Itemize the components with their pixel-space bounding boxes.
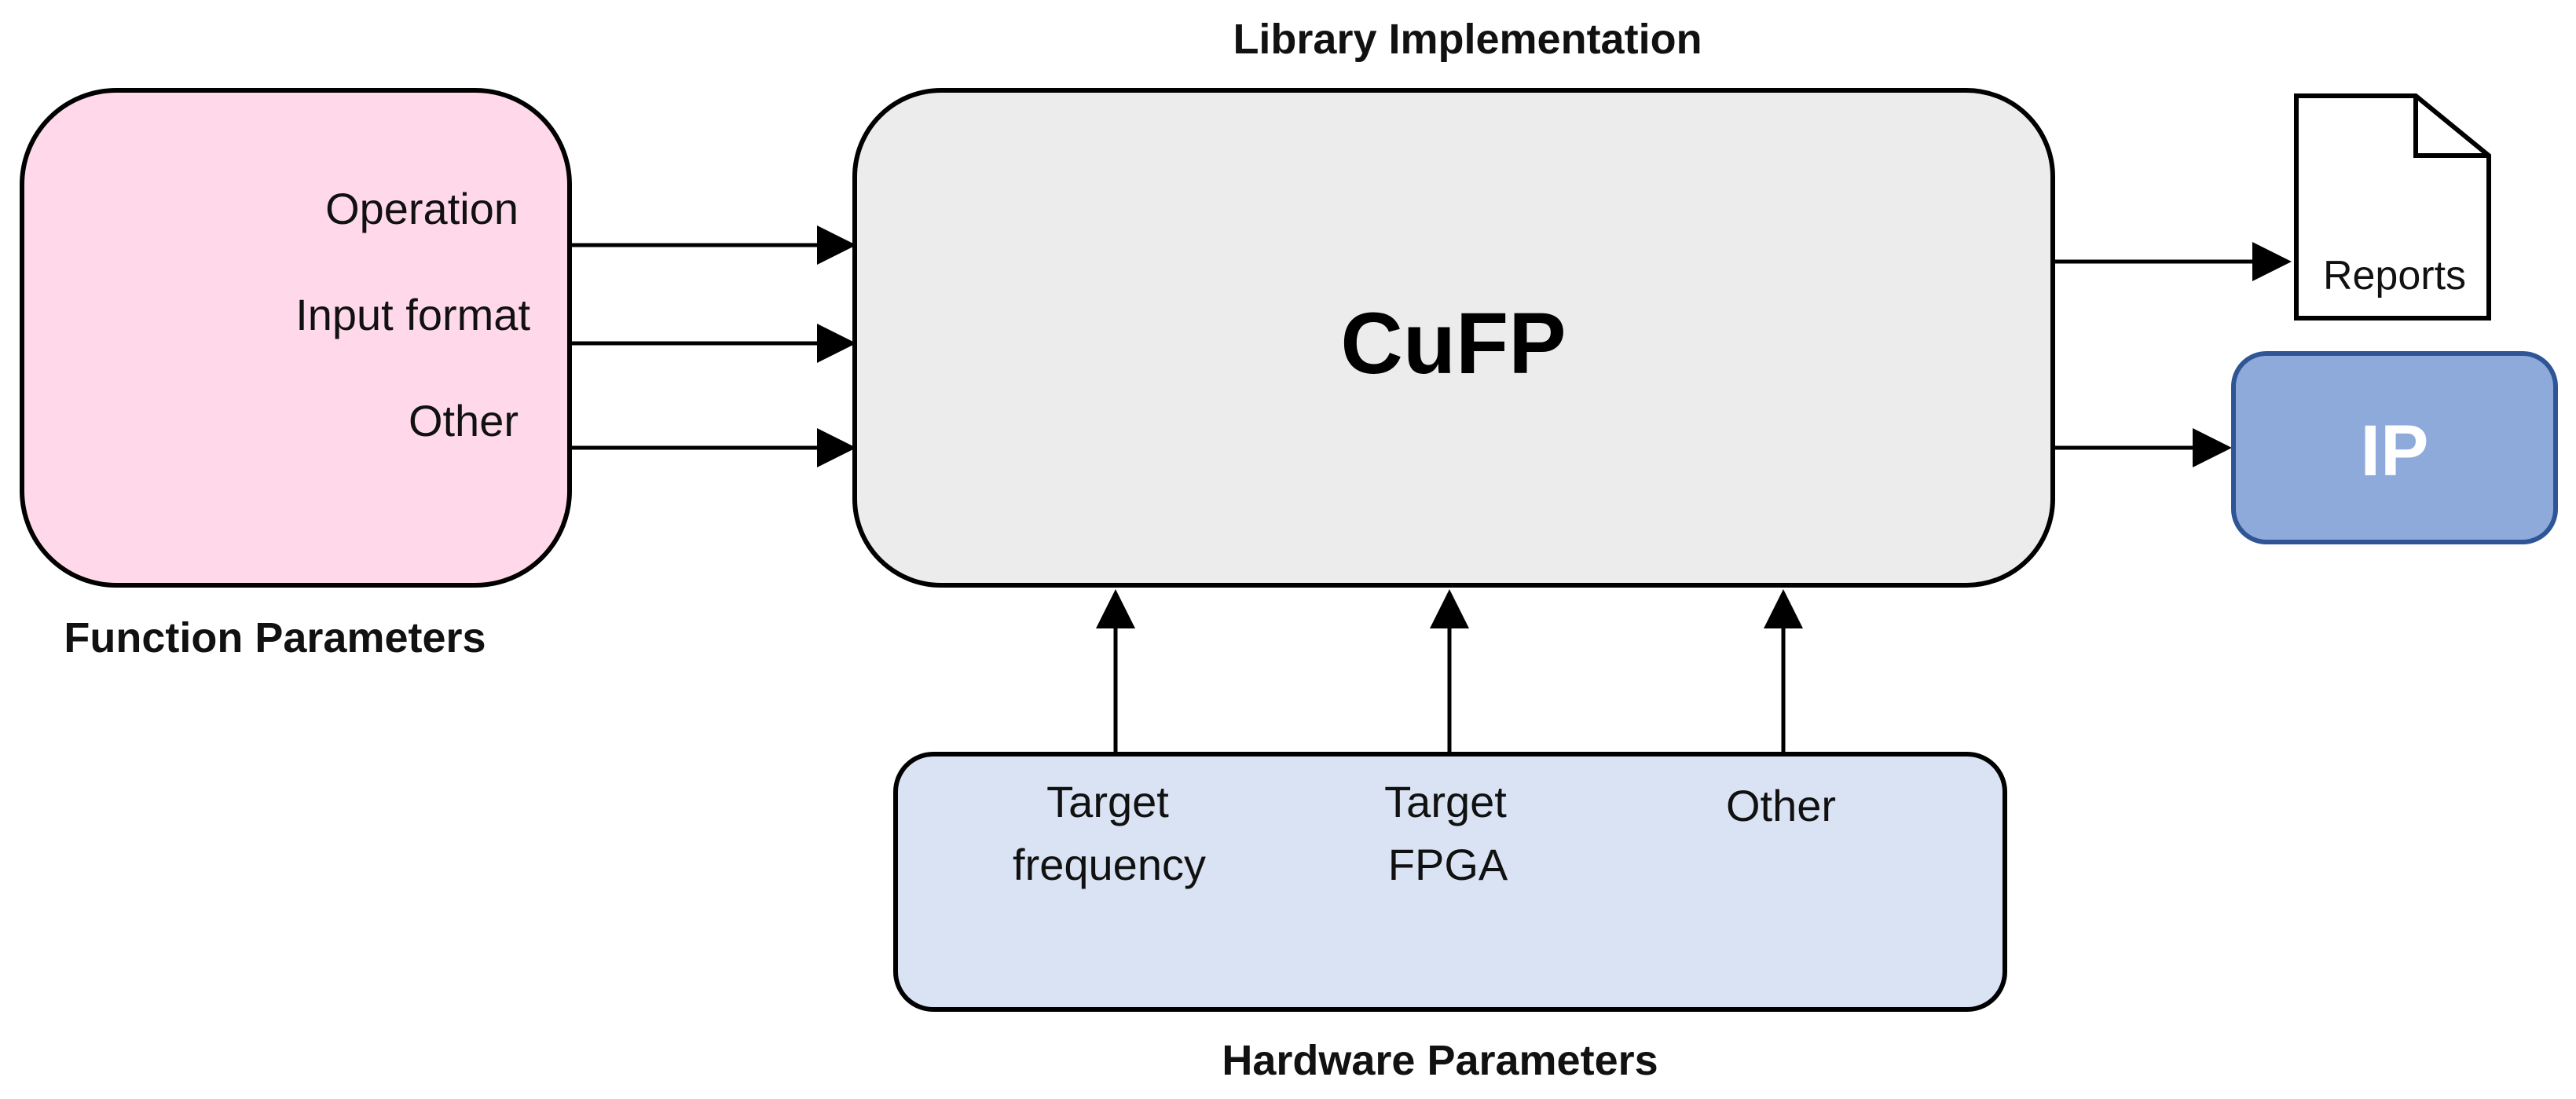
hw-param-target-fpga-line1: Target xyxy=(1384,777,1507,826)
cufp-title: CuFP xyxy=(1340,295,1566,392)
ip-label: IP xyxy=(2361,411,2429,491)
cufp-box xyxy=(852,88,2055,588)
reports-document-icon: Reports xyxy=(2294,93,2491,321)
function-parameters-group: Operation Input format Other Function Pa… xyxy=(20,88,572,661)
document-fold xyxy=(2413,96,2489,158)
hardware-parameters-caption: Hardware Parameters xyxy=(1222,1037,1658,1084)
function-parameters-box xyxy=(20,88,572,588)
hw-param-target-frequency-line1: Target xyxy=(1046,777,1169,826)
function-parameters-caption: Function Parameters xyxy=(64,614,486,661)
hw-param-target-fpga-line2: FPGA xyxy=(1388,840,1508,889)
hw-param-other: Other xyxy=(1726,781,1836,830)
function-param-item-other: Other xyxy=(409,396,518,445)
hardware-parameters-box xyxy=(893,752,2007,1012)
ip-box xyxy=(2231,351,2558,544)
function-param-item-input-format: Input format xyxy=(295,290,530,339)
function-param-item-operation: Operation xyxy=(325,184,518,233)
reports-label: Reports xyxy=(2323,253,2466,299)
document-shape xyxy=(2294,93,2491,321)
hardware-parameters-group: Target frequency Target FPGA Other Hardw… xyxy=(893,752,2007,1084)
ip-group: IP xyxy=(2231,351,2558,544)
hw-param-target-frequency-line2: frequency xyxy=(1013,840,1206,889)
library-implementation-caption: Library Implementation xyxy=(1233,16,1702,63)
library-implementation-group: Library Implementation CuFP xyxy=(852,16,2055,588)
